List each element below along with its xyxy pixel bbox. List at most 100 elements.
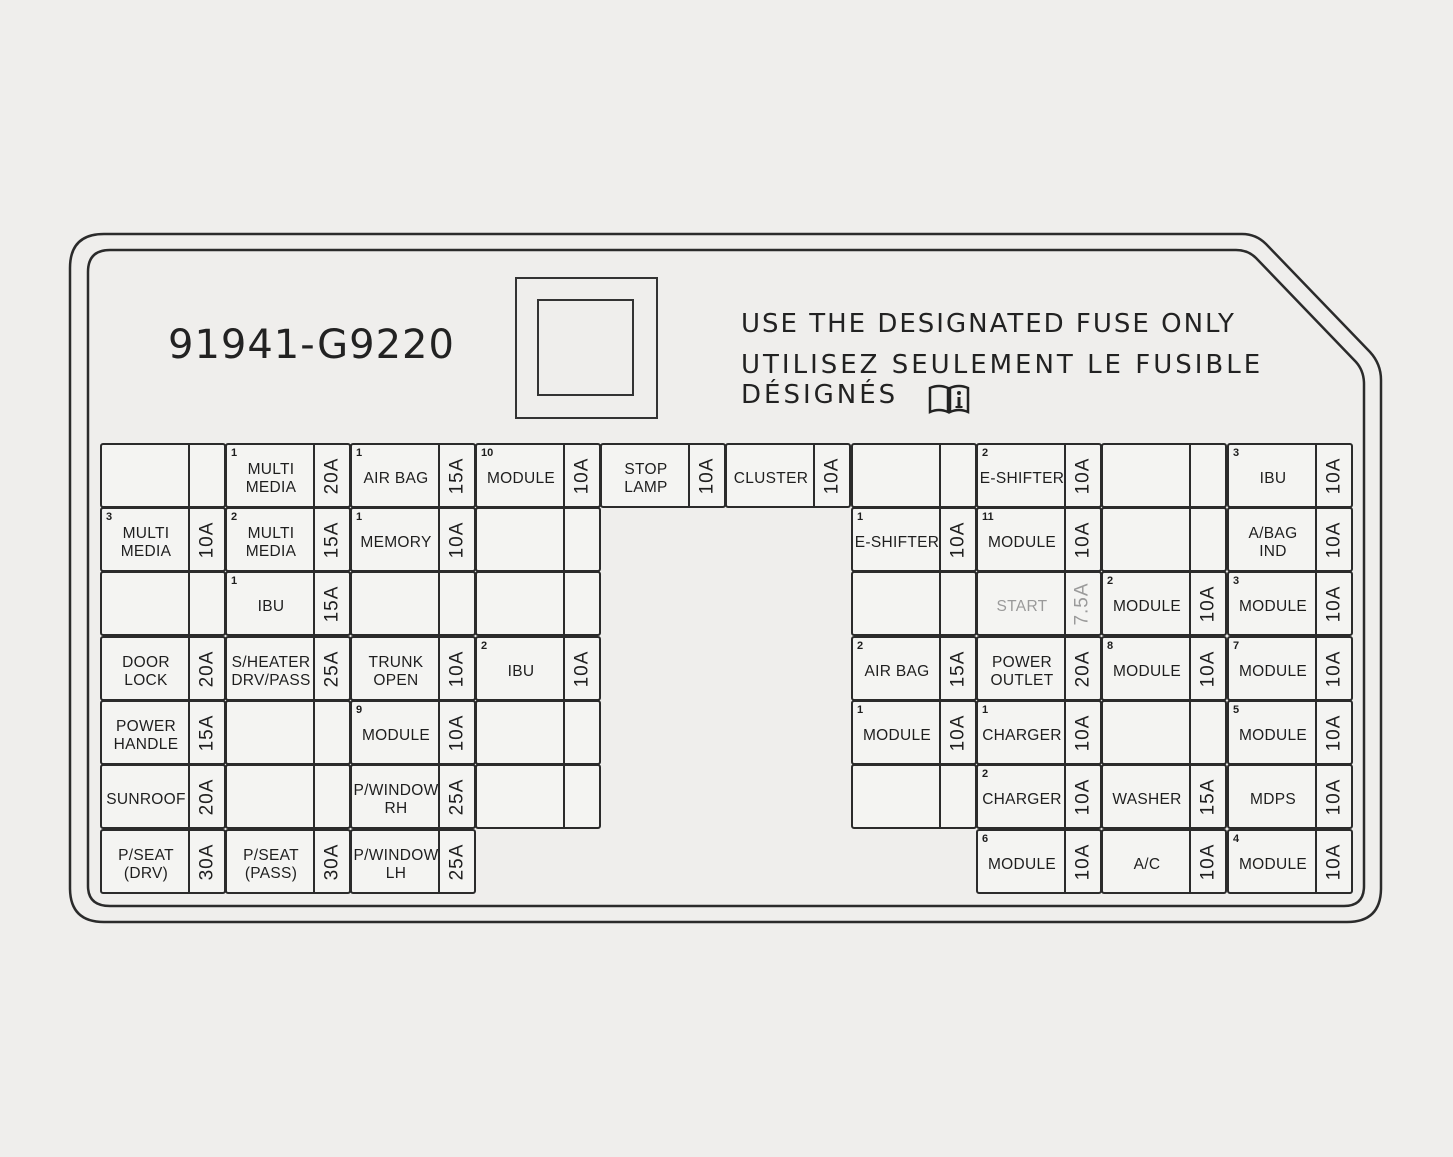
fuse-slot: SUNROOF 20A	[100, 764, 226, 829]
fuse-number: 1	[231, 447, 238, 459]
fuse-name: P/WINDOW LH	[353, 846, 439, 882]
fuse-divider	[188, 445, 190, 506]
fuse-name: SUNROOF	[106, 790, 186, 808]
fuse-divider	[1315, 573, 1317, 634]
fuse-amperage: 10A	[1317, 766, 1351, 827]
fuse-slot: P/WINDOW LH 25A	[350, 829, 476, 894]
fuse-name: MODULE	[486, 469, 556, 487]
fuse-divider	[939, 702, 941, 763]
fuse-amperage: 20A	[190, 638, 224, 699]
fuse-amperage: 25A	[440, 831, 474, 892]
fuse-divider	[313, 445, 315, 506]
fuse-amperage	[565, 766, 599, 827]
fuse-amperage	[565, 509, 599, 570]
fuse-name	[1103, 445, 1191, 506]
fuse-amperage	[941, 445, 975, 506]
fuse-amperage-value: 20A	[196, 778, 217, 815]
fuse-amperage-value: 10A	[1197, 650, 1218, 687]
fuse-slot: MODULE 4 10A	[1227, 829, 1353, 894]
fuse-slot: P/SEAT (DRV)30A	[100, 829, 226, 894]
fuse-amperage: 10A	[941, 702, 975, 763]
fuse-name: MODULE	[361, 726, 431, 744]
fuse-amperage: 30A	[190, 831, 224, 892]
fuse-slot	[475, 700, 601, 765]
fuse-name: MULTI MEDIA	[120, 524, 172, 560]
fuse-name	[477, 509, 565, 570]
fuse-name: MODULE	[987, 855, 1057, 873]
fuse-divider	[438, 766, 440, 827]
part-number: 91941-G9220	[168, 322, 455, 368]
fuse-amperage: 20A	[190, 766, 224, 827]
fuse-name: E-SHIFTER	[979, 469, 1065, 487]
fuse-number: 1	[356, 511, 363, 523]
fuse-name: MULTI MEDIA	[245, 524, 297, 560]
fuse-name: POWER HANDLE	[113, 717, 179, 753]
label-square-outer	[515, 277, 658, 419]
fuse-amperage-value: 10A	[1323, 650, 1344, 687]
fuse-divider	[1064, 831, 1066, 892]
fuse-amperage: 10A	[1317, 831, 1351, 892]
fuse-slot	[475, 507, 601, 572]
fuse-amperage-value: 20A	[1072, 650, 1093, 687]
fuse-divider	[1064, 638, 1066, 699]
fuse-number: 3	[106, 511, 113, 523]
fuse-divider	[1189, 509, 1191, 570]
fuse-amperage: 25A	[315, 638, 349, 699]
fuse-amperage-value: 10A	[1072, 457, 1093, 494]
fuse-name: MODULE	[1112, 662, 1182, 680]
fuse-amperage: 10A	[1066, 831, 1100, 892]
fuse-number: 1	[356, 447, 363, 459]
fuse-amperage	[565, 573, 599, 634]
fuse-amperage: 10A	[1317, 702, 1351, 763]
fuse-amperage: 10A	[440, 509, 474, 570]
fuse-amperage-value: 10A	[1323, 457, 1344, 494]
fuse-name: MODULE	[1238, 726, 1308, 744]
fuse-amperage-value: 15A	[446, 457, 467, 494]
fuse-divider	[939, 638, 941, 699]
fuse-amperage-value: 10A	[446, 714, 467, 751]
fuse-name	[477, 573, 565, 634]
fuse-name: MODULE	[1238, 855, 1308, 873]
fuse-amperage	[315, 702, 349, 763]
fuse-amperage: 15A	[941, 638, 975, 699]
fuse-divider	[1315, 766, 1317, 827]
fuse-name: WASHER	[1112, 790, 1182, 808]
fuse-amperage: 10A	[1191, 831, 1225, 892]
fuse-number: 2	[982, 447, 989, 459]
fuse-divider	[563, 638, 565, 699]
fuse-amperage-value: 25A	[446, 843, 467, 880]
fuse-name: STOP LAMP	[624, 460, 668, 496]
notice-english: USE THE DESIGNATED FUSE ONLY	[741, 309, 1236, 339]
fuse-name: MODULE	[1238, 662, 1308, 680]
fuse-divider	[313, 573, 315, 634]
fuse-divider	[1189, 766, 1191, 827]
label-square-inner	[537, 299, 634, 396]
fuse-amperage: 10A	[1317, 445, 1351, 506]
fuse-amperage-value: 10A	[446, 521, 467, 558]
fuse-name: TRUNK OPEN	[368, 653, 424, 689]
fuse-divider	[563, 445, 565, 506]
fuse-divider	[438, 445, 440, 506]
fuse-amperage-value: 10A	[1072, 778, 1093, 815]
fuse-amperage-value: 10A	[1072, 843, 1093, 880]
fuse-number: 4	[1233, 833, 1240, 845]
fuse-name: E-SHIFTER	[854, 533, 940, 551]
fuse-divider	[563, 766, 565, 827]
fuse-name	[102, 573, 190, 634]
